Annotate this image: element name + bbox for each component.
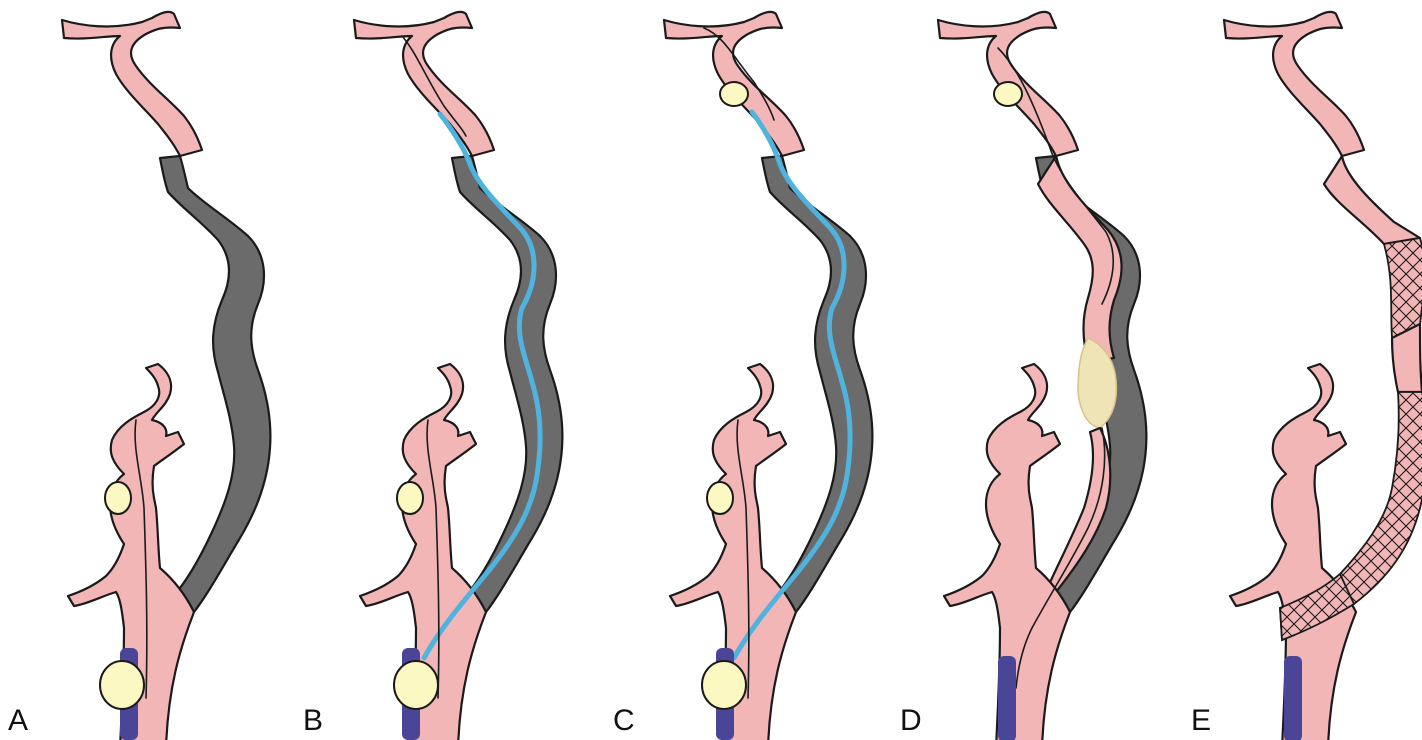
- guide-catheter: [998, 656, 1016, 740]
- distal-protection-balloon: [994, 82, 1022, 106]
- upper-vessel: [354, 12, 494, 156]
- panel-label-b: B: [303, 706, 323, 736]
- upper-vessel: [62, 12, 202, 156]
- recanalized-lumen: [1038, 156, 1122, 362]
- guide-catheter: [1284, 656, 1302, 740]
- panel-d: [938, 12, 1146, 740]
- proximal-balloon: [702, 661, 746, 709]
- panel-label-c: C: [613, 706, 635, 736]
- panel-label-e: E: [1191, 706, 1211, 736]
- proximal-balloon: [394, 661, 438, 709]
- upper-stent: [1384, 238, 1422, 338]
- panel-a: [62, 12, 270, 740]
- proximal-balloon: [100, 661, 144, 709]
- panel-c: [664, 12, 872, 740]
- panel-label-d: D: [900, 706, 922, 736]
- panel-label-a: A: [8, 706, 28, 736]
- occluded-segment: [160, 156, 270, 612]
- upper-vessel: [1224, 12, 1364, 156]
- distal-protection-balloon: [720, 82, 748, 106]
- panel-e: [1224, 12, 1422, 740]
- distal-balloon: [707, 482, 733, 514]
- recanalized-lumen: [1324, 156, 1420, 244]
- distal-balloon: [105, 482, 131, 514]
- distal-balloon: [397, 482, 423, 514]
- panel-b: [354, 12, 562, 740]
